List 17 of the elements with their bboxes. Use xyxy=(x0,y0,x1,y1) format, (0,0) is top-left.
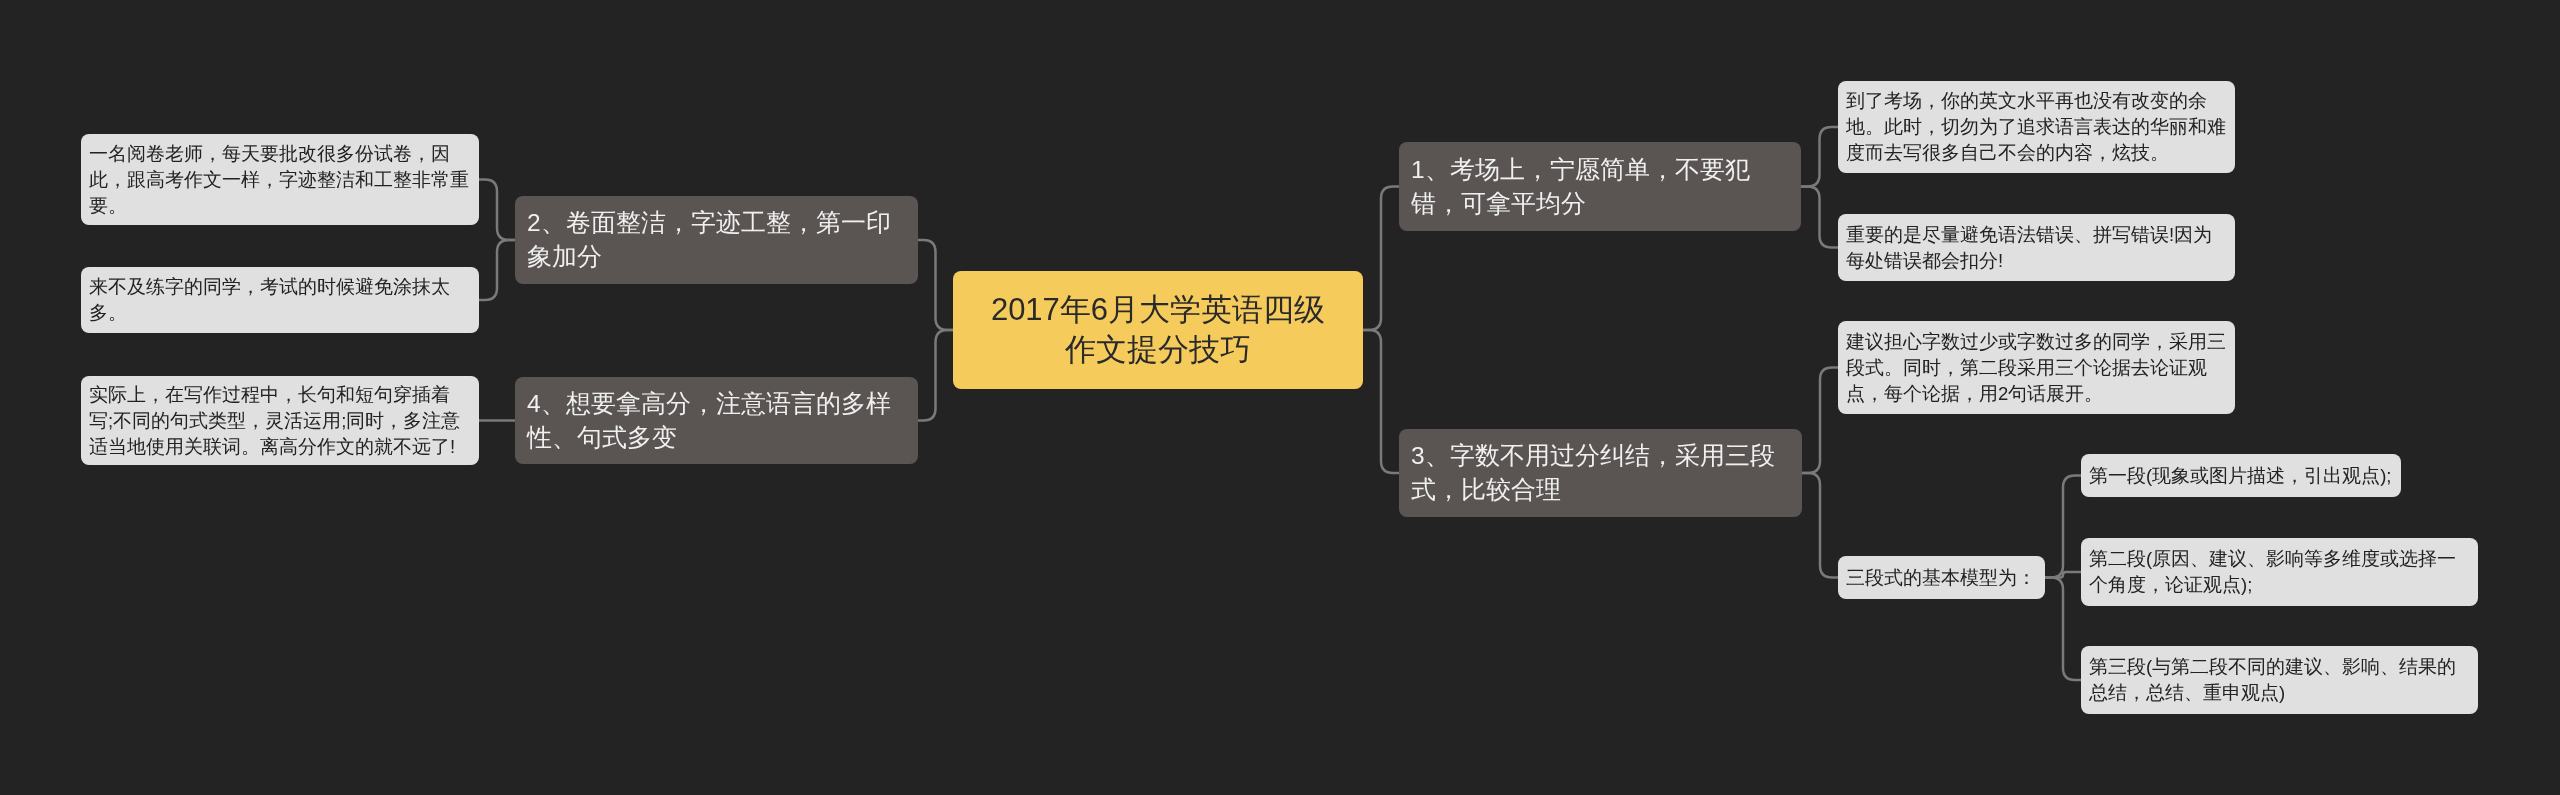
note-box: 一名阅卷老师，每天要批改很多份试卷，因此，跟高考作文一样，字迹整洁和工整非常重要。 xyxy=(81,134,479,225)
note-box: 三段式的基本模型为： xyxy=(1838,556,2045,599)
note-box: 建议担心字数过少或字数过多的同学，采用三段式。同时，第二段采用三个论据去论证观点，每个论据，用2句话展开。 xyxy=(1838,321,2235,414)
topic-box: 4、想要拿高分，注意语言的多样性、句式多变 xyxy=(515,377,918,464)
topic-box: 3、字数不用过分纠结，采用三段式，比较合理 xyxy=(1399,429,1802,517)
note-box: 实际上，在写作过程中，长句和短句穿插着写;不同的句式类型，灵活运用;同时，多注意适当地使用关联词。离高分作文的就不远了! xyxy=(81,376,479,465)
note-box: 到了考场，你的英文水平再也没有改变的余地。此时，切勿为了追求语言表达的华丽和难度而去写很多自己不会的内容，炫技。 xyxy=(1838,81,2235,173)
note-box: 重要的是尽量避免语法错误、拼写错误!因为每处错误都会扣分! xyxy=(1838,214,2235,281)
note-box: 第二段(原因、建议、影响等多维度或选择一个角度，论证观点); xyxy=(2081,538,2478,606)
topic-box: 1、考场上，宁愿简单，不要犯错，可拿平均分 xyxy=(1399,142,1801,231)
connector-line xyxy=(479,238,515,302)
connector-line xyxy=(479,419,515,422)
topic-box: 2、卷面整洁，字迹工整，第一印象加分 xyxy=(515,196,918,284)
central-topic-box: 2017年6月大学英语四级作文提分技巧 xyxy=(953,271,1363,389)
note-box: 来不及练字的同学，考试的时候避免涂抹太多。 xyxy=(81,267,479,333)
note-box: 第一段(现象或图片描述，引出观点); xyxy=(2081,454,2401,497)
note-box: 第三段(与第二段不同的建议、影响、结果的总结，总结、重申观点) xyxy=(2081,646,2478,714)
